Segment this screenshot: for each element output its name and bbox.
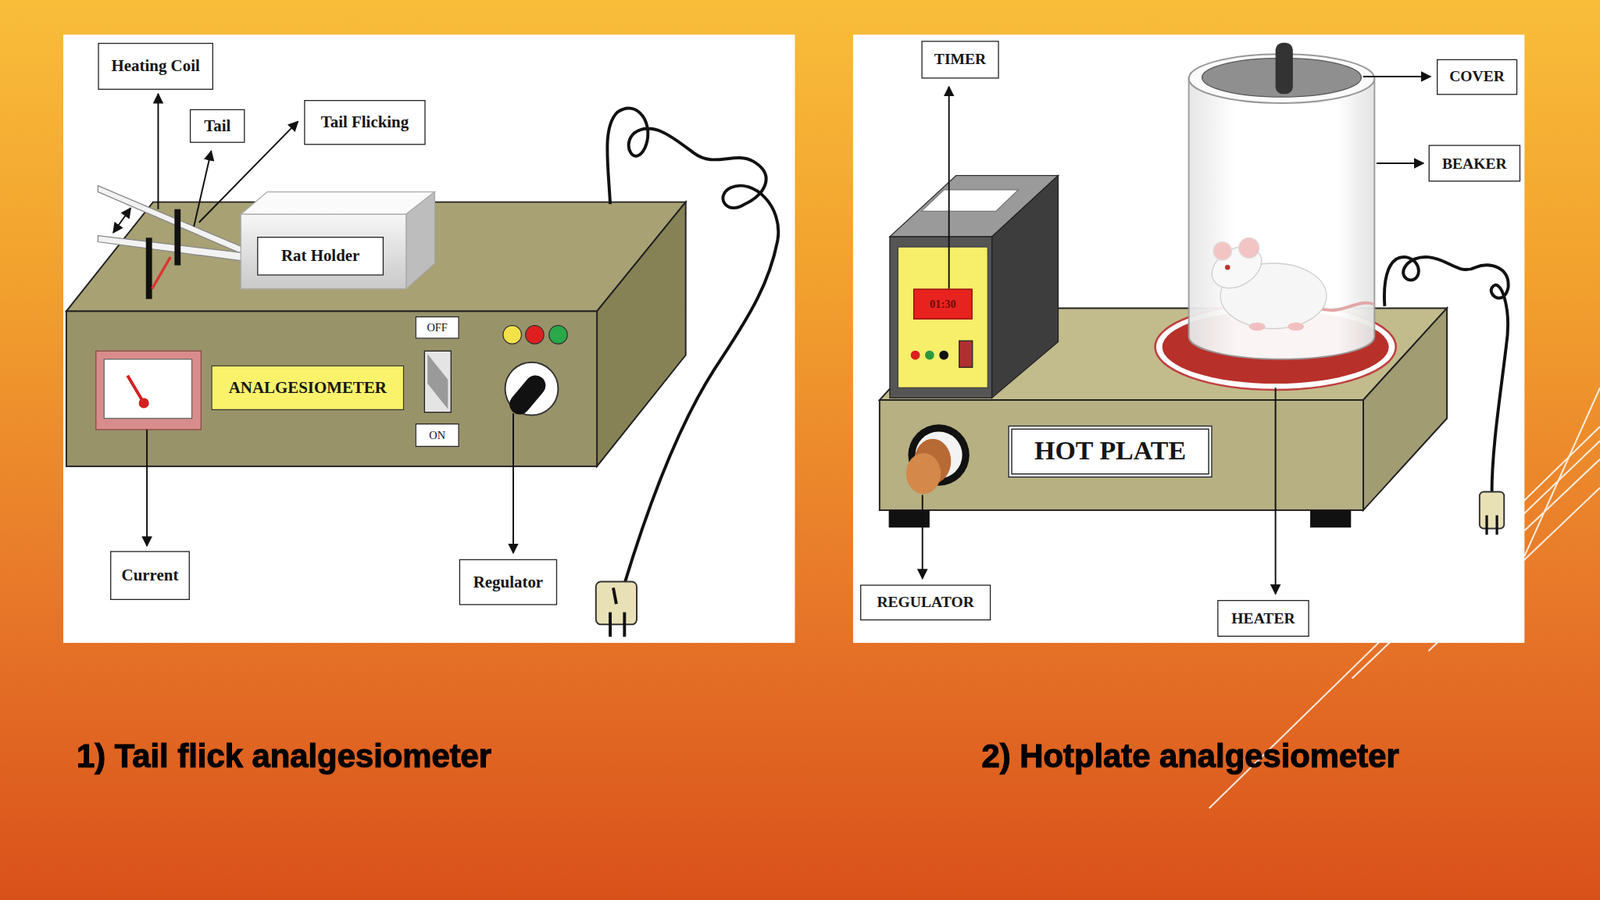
knob-handle [505,371,550,419]
node-text: HEATER [1231,610,1295,628]
power-cable [1384,257,1509,494]
leader-line [948,86,950,290]
node-text: HOT PLATE [1034,436,1186,466]
switch-label: ON [415,423,460,447]
label-box: HEATER [1217,600,1310,637]
label-box: Current [110,550,190,600]
node-text: COVER [1449,68,1505,86]
gauge-face [103,359,192,419]
node-text: Current [121,566,179,585]
mouse-eye [1225,264,1231,271]
timer-switch [959,340,973,368]
switch-label: OFF [415,316,460,340]
plug-mark [613,587,617,604]
decor-line [1524,387,1600,557]
timer-display: 01:30 [913,289,973,320]
decor-line [1524,459,1600,531]
node-text: Rat Holder [281,246,360,265]
label-box: TIMER [921,40,999,79]
label-box: Tail [189,109,246,143]
timer-side [992,175,1059,399]
mouse-ear [1213,242,1233,261]
tail-clamp [97,235,245,262]
switch-rocker [427,353,448,410]
device-front [66,310,597,467]
node-text: REGULATOR [876,593,974,611]
hotplate-front [879,400,1364,511]
mouse-tail [1318,303,1375,311]
label-box: Heating Coil [97,42,214,90]
node-text: 01:30 [929,297,957,311]
leader-line [512,413,515,554]
device-side [596,202,686,467]
gauge-frame [96,350,202,430]
double-arrow [113,207,131,233]
indicator-light [925,350,935,361]
indicator-light [549,325,568,345]
plug-prong [608,612,612,637]
leader-line [157,93,159,210]
panel-caption: 1) Tail flick analgesiometer [76,737,492,775]
leader-line [1376,162,1424,165]
leader-line [146,429,148,547]
knob-cap [906,453,941,494]
mouse-ear [1239,237,1260,258]
node-text: BEAKER [1442,154,1508,172]
leader-line [1363,75,1431,78]
plug-prong [1495,515,1498,536]
label-box: REGULATOR [860,584,991,621]
beaker [1189,78,1375,360]
node-text: ON [428,428,446,442]
gauge-pivot [139,397,150,408]
foot [1310,510,1351,528]
leader-line [1275,387,1277,594]
power-cable [607,108,779,585]
panel-caption: 2) Hotplate analgesiometer [981,737,1399,775]
label-box: COVER [1436,59,1518,96]
indicator-light [525,325,545,345]
holder-side [406,192,436,290]
indicator-light [910,350,921,361]
node-text: OFF [426,321,447,334]
panel [853,34,1525,643]
power-switch [424,350,451,412]
power-plug [1479,492,1504,529]
mouse [1204,237,1374,331]
holder-front [240,214,407,289]
timer-panel [897,246,988,388]
device-nameplate: HOT PLATE [1007,425,1212,479]
mouse-foot [1249,322,1266,331]
label-box: Tail Flicking [303,100,425,145]
node-text: Tail [203,117,231,136]
indicator-light [503,325,522,345]
node-text: Tail Flicking [321,113,409,132]
plug-prong [1485,515,1488,536]
indicator-light [939,350,949,361]
coil-post [174,209,181,266]
node-text: Heating Coil [111,57,200,75]
holder-top [240,192,435,215]
timer-front [889,236,993,398]
plug-prong [622,612,626,637]
power-plug [596,581,637,625]
node-text: Regulator [473,573,543,592]
leader-line [921,494,924,579]
foot [889,510,930,528]
device-nameplate: ANALGESIOMETER [210,365,404,411]
cover-knob [1275,42,1293,94]
heating-wire [152,257,172,289]
timer-window [921,189,1018,211]
leader-line [193,150,211,227]
node-text: ANALGESIOMETER [228,378,387,397]
panel [63,34,795,643]
node-text: TIMER [934,51,986,69]
mouse-foot [1287,322,1304,331]
label-box: Regulator [459,559,558,606]
holder-label: Rat Holder [257,236,384,276]
label-box: BEAKER [1428,144,1522,182]
mouse-head [1204,238,1269,297]
coil-post [146,237,153,299]
